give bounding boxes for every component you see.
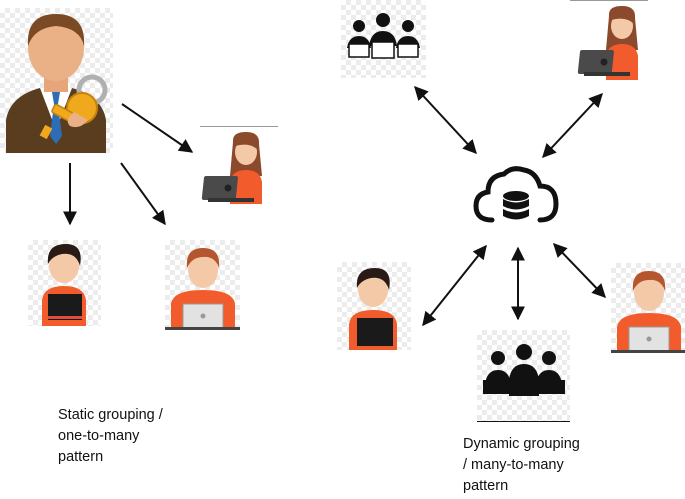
arrow-cloud-male-dark bbox=[422, 244, 487, 327]
admin-user-tile bbox=[0, 8, 113, 153]
male-user-tile-light bbox=[165, 240, 240, 330]
businessman-with-key-icon bbox=[6, 14, 108, 153]
arrow-admin-to-male-light bbox=[120, 162, 166, 226]
group-tile-bottom bbox=[477, 330, 570, 422]
arrow-cloud-group-top bbox=[414, 85, 477, 155]
arrow-cloud-female-right bbox=[542, 92, 603, 159]
cloud-database-icon bbox=[473, 166, 559, 223]
woman-with-laptop-icon bbox=[201, 132, 262, 204]
static-grouping-caption: Static grouping / one-to-many pattern bbox=[58, 407, 163, 465]
female-user-tile bbox=[200, 130, 278, 204]
cloud-database-node bbox=[470, 162, 562, 230]
male-user-tile-light-right bbox=[611, 263, 685, 353]
group-tile-top bbox=[341, 0, 426, 78]
man-with-laptop-icon bbox=[42, 244, 86, 326]
woman-with-laptop-icon bbox=[577, 6, 638, 80]
user-group-icon bbox=[477, 344, 570, 422]
static-connectors bbox=[63, 103, 194, 226]
female-user-tile-right bbox=[576, 4, 654, 80]
male-user-tile-dark-right bbox=[337, 262, 411, 350]
man-with-laptop-icon bbox=[349, 268, 397, 350]
male-user-tile-dark bbox=[28, 240, 101, 326]
user-top-divider bbox=[570, 0, 648, 1]
arrow-admin-to-female bbox=[121, 103, 194, 153]
dynamic-grouping-caption: Dynamic grouping / many-to-many pattern bbox=[463, 436, 580, 494]
user-group-icon bbox=[347, 13, 420, 59]
user-top-divider bbox=[200, 126, 278, 127]
man-with-laptop-icon bbox=[611, 271, 685, 353]
arrow-cloud-male-light bbox=[553, 242, 606, 299]
man-with-laptop-icon bbox=[165, 248, 240, 330]
